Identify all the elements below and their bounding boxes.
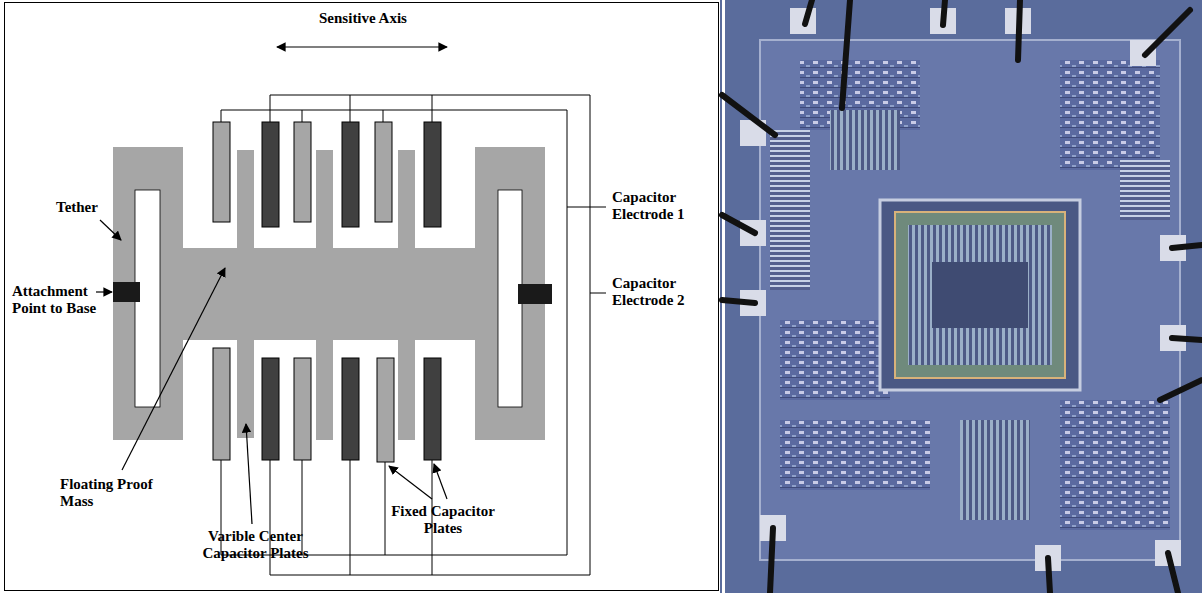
- plate: [424, 358, 441, 460]
- tether-left: [113, 147, 183, 440]
- bond-wire: [1018, 0, 1020, 60]
- wire: [270, 95, 590, 575]
- bond-wire: [1172, 338, 1202, 340]
- bond-wire: [842, 0, 850, 108]
- part-label: Floating Proof Mass: [60, 476, 155, 511]
- circuit-block: [960, 420, 1030, 520]
- sensor-frame: [880, 200, 1080, 390]
- mass-finger: [237, 338, 254, 438]
- die-core: [760, 40, 1180, 560]
- mass-finger: [237, 150, 254, 250]
- bond-wire: [722, 215, 755, 233]
- plate: [262, 122, 279, 227]
- part-label: Fixed Capacitor Plates: [378, 503, 508, 538]
- bond-wire: [1145, 10, 1190, 55]
- circuit-block: [1120, 160, 1170, 220]
- leader-line: [96, 291, 112, 292]
- leader-line: [389, 466, 432, 499]
- plate: [424, 122, 441, 227]
- leader-line: [100, 220, 121, 240]
- part-label: Tether: [56, 199, 116, 216]
- die-ground: [720, 0, 1202, 593]
- bond-wire: [1168, 553, 1178, 593]
- circuit-block: [830, 110, 900, 170]
- plate: [262, 358, 279, 460]
- sensor-mass: [932, 262, 1028, 328]
- part-label: Capacitor Electrode 1: [612, 189, 712, 224]
- part-label: Sensitive Axis: [293, 10, 433, 27]
- anchor-block: [113, 282, 140, 302]
- chip-photo: [720, 0, 1202, 593]
- circuit-block: [770, 130, 810, 290]
- leader-line: [122, 268, 225, 470]
- circuit-block: [780, 420, 930, 490]
- bond-wire: [1172, 245, 1202, 248]
- wire: [221, 110, 567, 555]
- plate: [294, 122, 311, 222]
- proof-mass: [113, 147, 545, 440]
- bond-wire: [805, 0, 812, 24]
- circuit-block: [1060, 400, 1170, 530]
- sensor-ring: [895, 212, 1065, 378]
- bond-wire: [722, 300, 755, 303]
- bond-wire: [1048, 558, 1050, 593]
- circuit-block: [780, 320, 890, 400]
- panel-divider: [722, 0, 725, 593]
- bond-wire: [943, 0, 945, 25]
- plate: [213, 122, 230, 222]
- bond-wire: [1160, 380, 1202, 400]
- mass-finger: [398, 150, 415, 250]
- circuit-block: [1060, 60, 1160, 170]
- fixed-plates: [213, 122, 441, 462]
- plate: [213, 348, 230, 460]
- mass-body: [183, 248, 475, 340]
- part-label: Attachment Point to Base: [12, 283, 112, 318]
- part-label: Varible Center Capacitor Plates: [188, 528, 323, 563]
- plate: [377, 358, 394, 462]
- plate: [342, 358, 359, 460]
- mass-finger: [316, 338, 333, 440]
- leader-line: [246, 424, 252, 524]
- axis-arrow: [277, 46, 447, 47]
- leader-line: [434, 464, 447, 499]
- electrode-wiring: [221, 95, 606, 575]
- mass-finger: [398, 338, 415, 440]
- wire: [302, 110, 385, 555]
- part-label: Capacitor Electrode 2: [612, 275, 712, 310]
- bond-wire: [722, 95, 775, 135]
- bond-wire: [770, 528, 773, 593]
- panel-frame: [5, 3, 719, 591]
- anchor-block: [518, 284, 552, 304]
- mass-finger: [316, 150, 333, 250]
- sensor-cell: [908, 225, 1052, 365]
- plate: [375, 122, 392, 222]
- bond-wires: [722, 0, 1202, 593]
- plate: [342, 122, 359, 227]
- plate: [294, 358, 311, 460]
- wire: [567, 207, 606, 293]
- bond-pads: [740, 8, 1186, 571]
